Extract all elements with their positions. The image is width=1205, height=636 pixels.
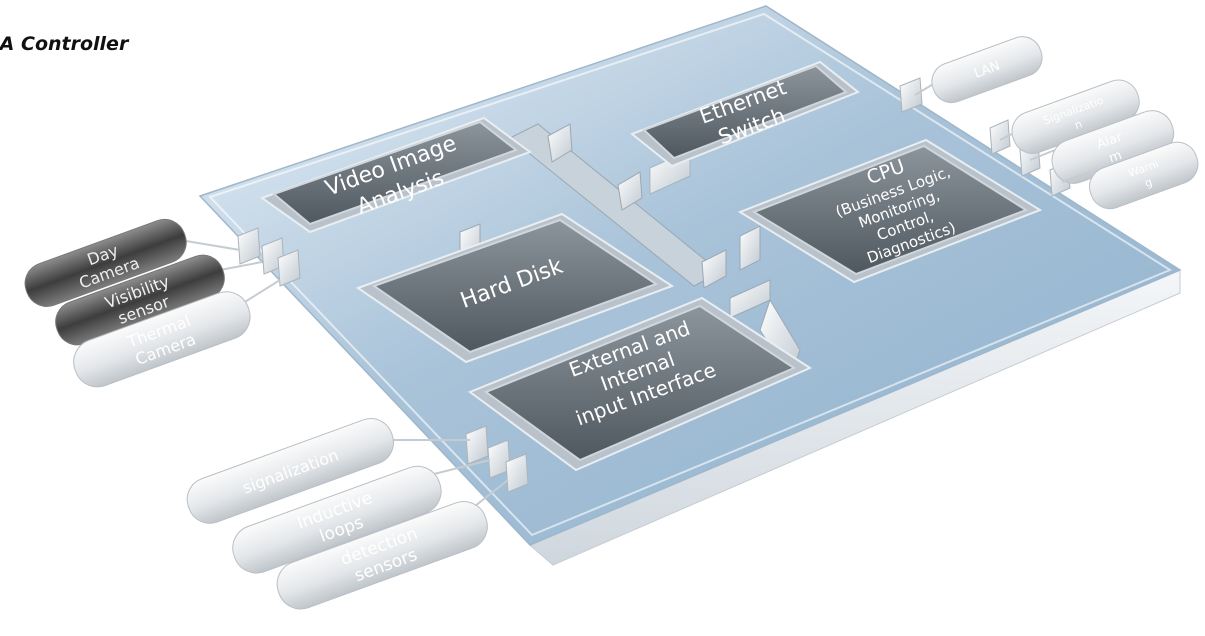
video-image-analysis-box: Video Image Analysis xyxy=(259,116,533,234)
ethernet-switch-box: Ethernet Switch xyxy=(630,60,860,168)
device-thermal-camera: Thermal Camera xyxy=(73,279,281,388)
device-detection-sensors: detection sensors xyxy=(276,479,509,610)
controller-board xyxy=(198,5,1182,566)
board-connectors xyxy=(237,77,1071,493)
device-visibility-sensor: Visibility sensor xyxy=(55,254,263,346)
diagram-title: SA Controller xyxy=(0,33,129,55)
cpu-box: CPU (Business Logic, Monitoring, Control… xyxy=(737,138,1043,284)
signalization-label-line2: n xyxy=(1073,117,1084,132)
device-lan: LAN xyxy=(914,36,1043,104)
device-day-camera: Day Camera xyxy=(24,218,241,307)
hard-disk-box: Hard Disk xyxy=(355,212,675,364)
device-warning: Warni g xyxy=(1061,141,1199,210)
warning-label-line2: g xyxy=(1143,175,1154,190)
interface-box: External and Internal input Interface xyxy=(467,296,813,472)
